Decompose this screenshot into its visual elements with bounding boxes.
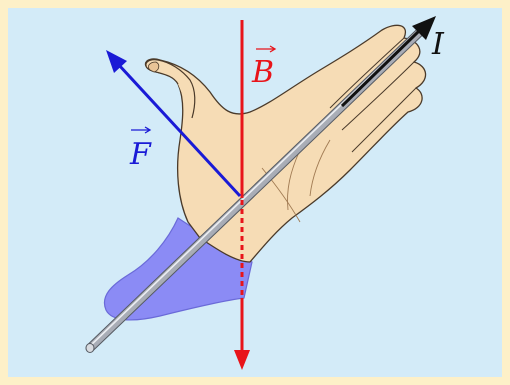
- force-label-group: F: [129, 127, 152, 172]
- rod-end-cap: [86, 344, 94, 353]
- current-label: I: [431, 27, 445, 62]
- force-label: F: [129, 137, 152, 172]
- magnetic-field-label: B: [251, 55, 274, 90]
- vector-arrow-over-b: [256, 46, 275, 52]
- magnetic-field-label-group: B: [251, 46, 275, 90]
- vector-arrow-over-f: [131, 127, 150, 133]
